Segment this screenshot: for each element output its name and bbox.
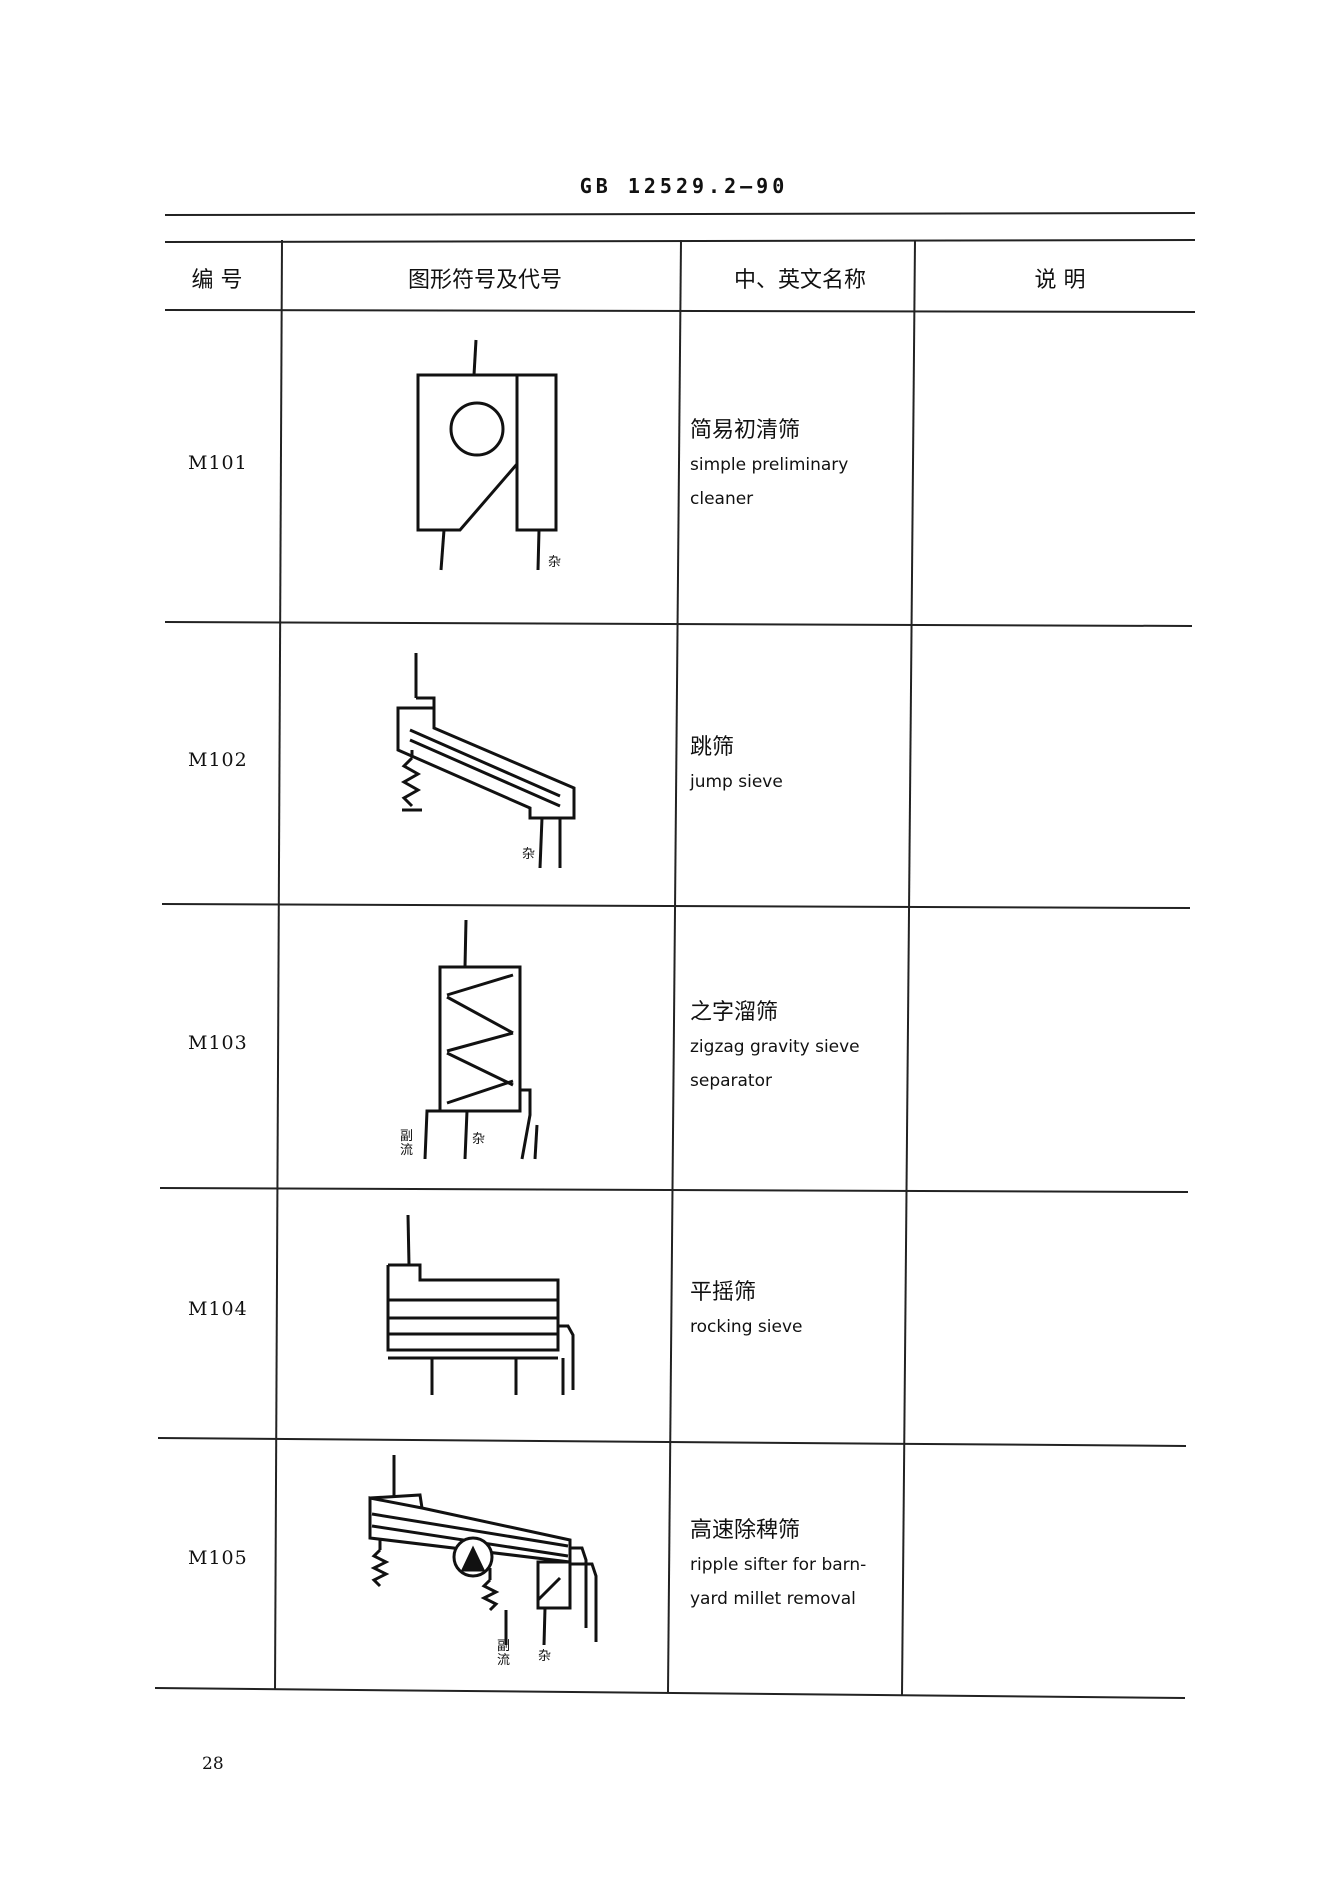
zigzag-gravity-sieve-symbol [423, 919, 539, 1160]
row-code: M105 [188, 1547, 248, 1569]
name-en: zigzag gravity sieve [690, 1037, 860, 1057]
name-cn: 平摇筛 [690, 1280, 757, 1305]
output-label: 杂 [472, 1132, 486, 1147]
row-code: M101 [188, 452, 248, 474]
jump-sieve-symbol [396, 653, 576, 869]
name-cn: 高速除稗筛 [690, 1518, 801, 1543]
name-en: ripple sifter for barn- [690, 1555, 867, 1575]
name-en: yard millet removal [690, 1589, 856, 1609]
column-header-symbol: 图形符号及代号 [407, 268, 562, 293]
column-header-notes: 说 明 [1034, 268, 1086, 293]
name-cn: 跳筛 [690, 735, 735, 760]
row-code: M104 [188, 1298, 248, 1320]
output-label: 杂 [522, 847, 536, 862]
row-name: 之字溜筛 zigzag gravity sieve separator [690, 996, 910, 1098]
column-header-name: 中、英文名称 [733, 268, 866, 293]
output-label: 杂 [538, 1649, 552, 1664]
row-name: 简易初清筛 simple preliminary cleaner [690, 414, 910, 516]
rocking-sieve-symbol [386, 1214, 575, 1395]
row-code: M102 [188, 749, 248, 771]
page-number: 28 [202, 1754, 224, 1774]
row-name: 跳筛 jump sieve [690, 731, 910, 799]
document-header: GB 12529.2—90 [579, 174, 789, 198]
column-header-code: 编 号 [191, 268, 243, 293]
name-cn: 简易初清筛 [690, 418, 801, 443]
row-code: M103 [188, 1032, 248, 1054]
ripple-sifter-symbol [368, 1455, 598, 1646]
name-en: cleaner [690, 489, 754, 509]
name-en: rocking sieve [690, 1317, 803, 1337]
output-label: 副流 [497, 1639, 511, 1668]
name-en: jump sieve [690, 772, 783, 792]
row-name: 平摇筛 rocking sieve [690, 1276, 910, 1344]
output-label: 杂 [548, 555, 562, 570]
simple-preliminary-cleaner-symbol [416, 339, 558, 571]
row-name: 高速除稗筛 ripple sifter for barn- yard mille… [690, 1514, 910, 1616]
name-en: separator [690, 1071, 772, 1091]
name-cn: 之字溜筛 [690, 1000, 779, 1025]
name-en: simple preliminary [690, 455, 849, 475]
output-label: 副流 [400, 1129, 414, 1158]
